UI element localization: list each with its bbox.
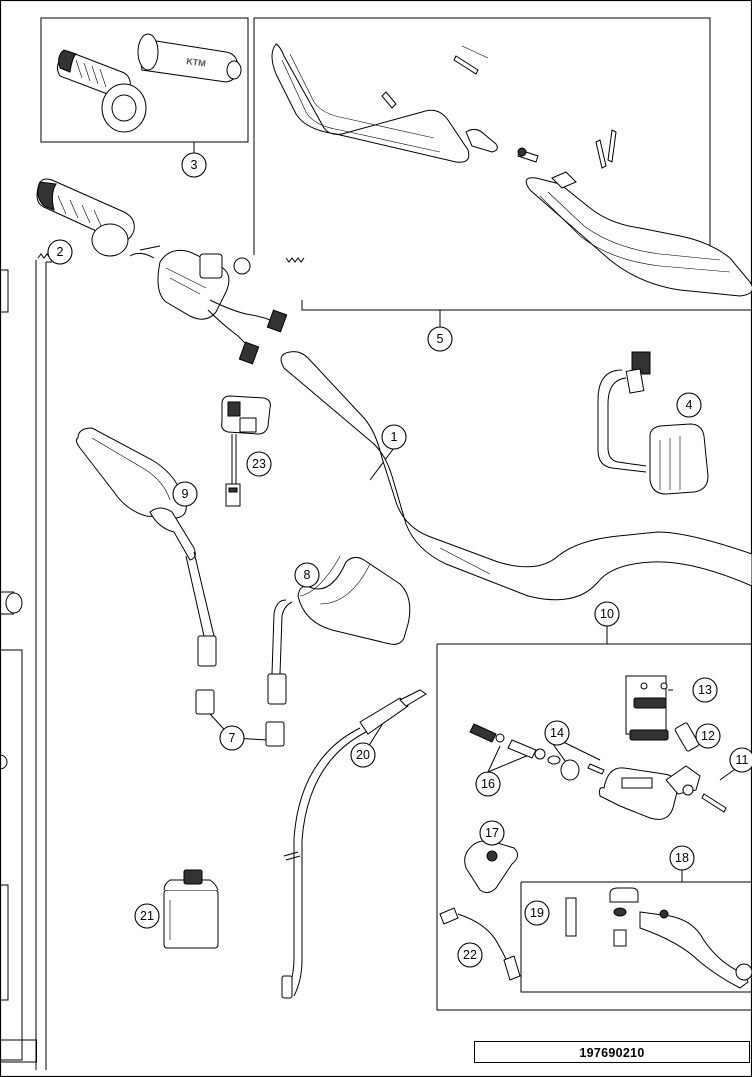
svg-text:11: 11 [736,753,749,767]
callout-5: 5 [427,326,453,352]
callout-7: 7 [219,725,245,751]
callout-2: 2 [47,239,73,265]
svg-text:8: 8 [304,568,311,582]
svg-text:16: 16 [481,777,495,791]
part-clutch-lever-guard [464,840,518,894]
callout-23: 23 [246,451,272,477]
part-switch-23 [221,395,271,507]
group-box-clutch-master [436,643,752,1011]
svg-text:2: 2 [57,245,64,259]
part-switch-4 [597,351,709,495]
callout-19: 19 [524,900,550,926]
svg-text:3: 3 [191,158,198,172]
svg-text:22: 22 [463,948,477,962]
callout-8: 8 [294,562,320,588]
svg-text:19: 19 [530,906,544,920]
svg-text:10: 10 [600,607,614,621]
svg-text:5: 5 [437,332,444,346]
part-handlebar [280,351,752,601]
part-clutch-switch-22 [439,907,521,981]
callout-10: 10 [594,601,620,627]
svg-text:14: 14 [550,726,564,740]
part-mirror-right [265,555,411,747]
callout-11: 11 [729,747,752,773]
svg-text:12: 12 [701,729,715,743]
svg-text:7: 7 [229,731,236,745]
part-throttle-assembly [36,178,288,365]
callout-20: 20 [350,742,376,768]
callout-14: 14 [544,720,570,746]
callout-12: 12 [695,723,721,749]
part-oil-bottle [163,869,219,949]
part-mirror-left [75,427,217,715]
part-clutch-master-cylinder [469,675,727,820]
svg-text:17: 17 [485,826,499,840]
group-box-lever [520,881,752,993]
callout-18: 18 [669,845,695,871]
callout-1: 1 [381,424,407,450]
callout-22: 22 [457,942,483,968]
svg-text:4: 4 [686,398,693,412]
callout-13: 13 [692,677,718,703]
svg-text:9: 9 [182,487,189,501]
svg-text:20: 20 [356,748,370,762]
callout-17: 17 [479,820,505,846]
svg-text:21: 21 [140,909,154,923]
svg-text:1: 1 [391,430,398,444]
part-handguard-left [271,43,498,163]
svg-text:13: 13 [698,683,712,697]
group-box-grips [40,17,249,143]
group-box-handguards [253,17,711,255]
part-clutch-cable [281,689,427,999]
callout-16: 16 [475,771,501,797]
callout-21: 21 [134,903,160,929]
document-number: 197690210 [474,1041,750,1063]
svg-text:23: 23 [252,457,266,471]
svg-text:18: 18 [675,851,689,865]
part-lever-kit-18 [565,887,752,989]
callout-4: 4 [676,392,702,418]
callout-3: 3 [181,152,207,178]
svg-text:KTM: KTM [186,56,207,69]
callout-9: 9 [172,481,198,507]
part-grips: KTM [56,33,242,133]
part-handguard-right [517,129,752,297]
